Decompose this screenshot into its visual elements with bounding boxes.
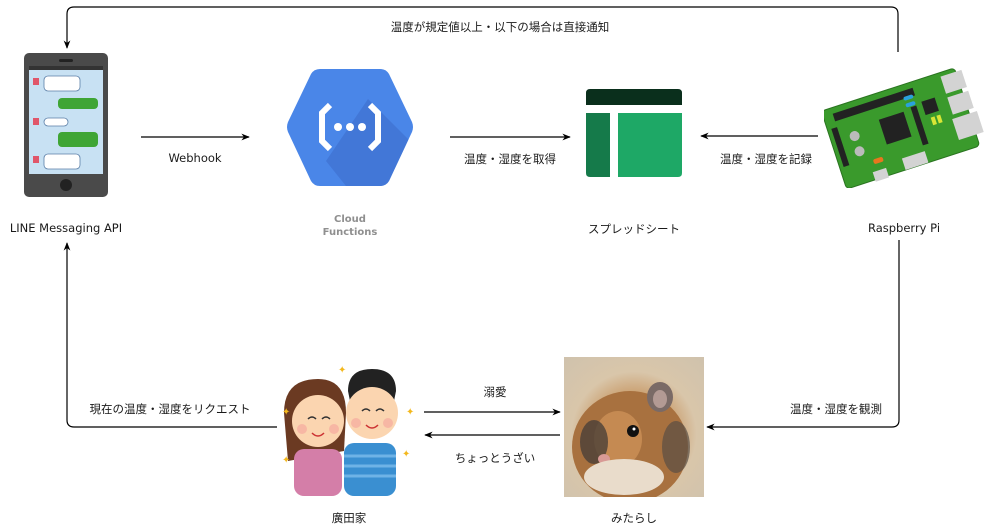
edge-label-request-temp: 現在の温度・湿度をリクエスト bbox=[89, 402, 251, 416]
node-label-family: 廣田家 bbox=[331, 511, 367, 525]
smartphone-chat-icon bbox=[24, 53, 108, 197]
edge-label-get-temp: 温度・湿度を取得 bbox=[464, 152, 556, 166]
svg-text:✦: ✦ bbox=[282, 455, 290, 466]
edge-label-direct-notify: 温度が規定値以上・以下の場合は直接通知 bbox=[390, 20, 610, 34]
hamster-photo bbox=[564, 357, 704, 497]
edge-label-record-temp: 温度・湿度を記録 bbox=[720, 152, 812, 166]
node-label-cloud-functions: Cloud Functions bbox=[323, 213, 378, 239]
node-label-spreadsheet: スプレッドシート bbox=[588, 222, 680, 236]
edge-label-annoying: ちょっとうざい bbox=[454, 451, 536, 465]
node-label-raspberry-pi: Raspberry Pi bbox=[867, 221, 941, 235]
svg-text:✦: ✦ bbox=[282, 407, 290, 418]
edge-request-temp bbox=[63, 242, 277, 428]
svg-text:✦: ✦ bbox=[338, 365, 346, 376]
edge-direct-notify bbox=[63, 6, 899, 52]
couple-illustration-icon: ✦ ✦ ✦ ✦ ✦ bbox=[278, 361, 418, 496]
cf-label-line1: Cloud bbox=[334, 214, 366, 225]
raspberry-pi-board-icon bbox=[821, 64, 986, 189]
edge-label-love: 溺愛 bbox=[483, 385, 507, 399]
cloud-functions-icon bbox=[286, 69, 414, 186]
node-label-line: LINE Messaging API bbox=[9, 221, 123, 235]
edge-label-webhook: Webhook bbox=[168, 151, 222, 165]
edge-label-observe-temp: 温度・湿度を観測 bbox=[790, 402, 882, 416]
svg-text:✦: ✦ bbox=[402, 449, 410, 460]
svg-text:✦: ✦ bbox=[406, 407, 414, 418]
edge-observe-temp bbox=[706, 240, 900, 431]
cf-label-line2: Functions bbox=[322, 227, 378, 238]
spreadsheet-icon bbox=[586, 89, 682, 177]
node-label-hamster: みたらし bbox=[611, 511, 657, 525]
